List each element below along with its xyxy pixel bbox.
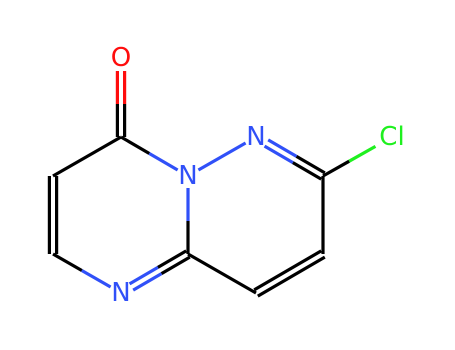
bond-n3-c6-half-a xyxy=(80,269,112,289)
atom-label-oxygen: O xyxy=(111,43,131,73)
atom-label-chlorine: Cl xyxy=(379,122,404,152)
bond-n2-c2-line-a-half-a xyxy=(263,144,294,165)
bond-c5-n3-line-b-half-a xyxy=(160,255,191,275)
bond-n1-n2 xyxy=(197,141,247,172)
bond-c2-cl1-half-b xyxy=(348,144,377,163)
bond-n3-c6-half-b xyxy=(52,252,83,272)
bond-n2-c2-line-a-half-b xyxy=(292,161,322,181)
bond-c3-c4-line-b xyxy=(257,255,326,298)
bond-c5-n3-line-a-half-b xyxy=(128,265,159,286)
bond-n2-c2-line-b-half-a xyxy=(267,138,298,158)
bond-c1-n1-half-a xyxy=(120,135,151,155)
atom-label-nitrogen-ring-top: N xyxy=(246,122,265,152)
bond-c1-n1-half-b xyxy=(148,152,179,172)
bond-c2-cl1-half-a xyxy=(322,159,351,178)
bond-c5-n3-line-a-half-a xyxy=(157,249,187,269)
bond-c5-n3-line-b-half-b xyxy=(132,272,163,292)
atom-label-nitrogen-bridge: N xyxy=(178,161,197,191)
bond-c3-c4-line-a xyxy=(253,249,322,292)
bond-c7-c1 xyxy=(52,135,122,178)
bond-c4-c5 xyxy=(187,252,257,295)
bond-n2-c2-line-b-half-b xyxy=(295,155,326,175)
atom-labels-layer: O N N Cl N xyxy=(111,43,405,308)
bonds-layer xyxy=(47,71,377,298)
atom-label-nitrogen-ring-bottom: N xyxy=(111,278,130,308)
